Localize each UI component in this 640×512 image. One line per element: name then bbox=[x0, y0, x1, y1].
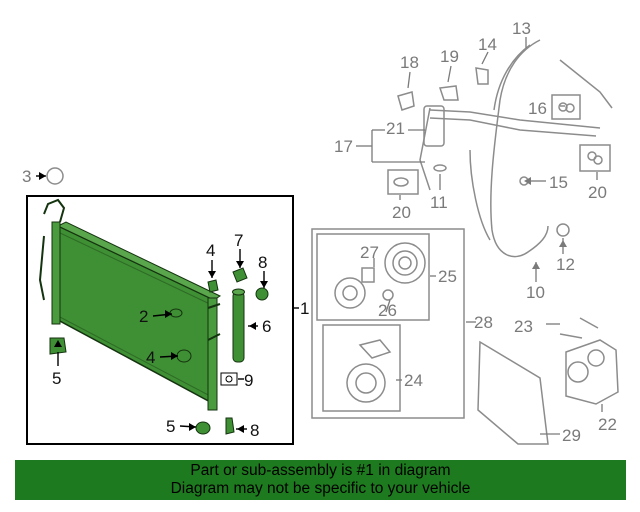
callout-20-left[interactable]: 20 bbox=[392, 203, 411, 222]
cap-7[interactable] bbox=[232, 267, 248, 283]
callout-19[interactable]: 19 bbox=[440, 47, 459, 66]
callout-5-left[interactable]: 5 bbox=[52, 369, 61, 388]
callout-26[interactable]: 26 bbox=[378, 301, 397, 320]
callout-9[interactable]: 9 bbox=[244, 371, 253, 390]
callout-4-upper[interactable]: 4 bbox=[206, 241, 215, 260]
callout-14[interactable]: 14 bbox=[478, 35, 497, 54]
callout-28[interactable]: 28 bbox=[474, 313, 493, 332]
callout-7[interactable]: 7 bbox=[234, 231, 243, 250]
cushion-4-lower[interactable] bbox=[176, 349, 192, 363]
callout-18[interactable]: 18 bbox=[400, 53, 419, 72]
info-banner: Part or sub-assembly is #1 in diagram Di… bbox=[15, 460, 626, 500]
callout-6[interactable]: 6 bbox=[262, 317, 271, 336]
callout-20-right[interactable]: 20 bbox=[588, 183, 607, 202]
callout-8-lower[interactable]: 8 bbox=[250, 421, 259, 440]
mount-5-lower[interactable] bbox=[195, 421, 211, 435]
banner-line-1: Part or sub-assembly is #1 in diagram bbox=[190, 462, 451, 479]
callout-8-upper[interactable]: 8 bbox=[258, 253, 267, 272]
callout-15[interactable]: 15 bbox=[549, 173, 568, 192]
callout-13[interactable]: 13 bbox=[512, 19, 531, 38]
receiver-drier[interactable] bbox=[232, 288, 245, 363]
callout-4-lower[interactable]: 4 bbox=[146, 348, 155, 367]
callout-11[interactable]: 11 bbox=[430, 193, 448, 212]
compressor-clutch-box bbox=[311, 228, 465, 419]
callout-29[interactable]: 29 bbox=[562, 426, 581, 445]
callout-27[interactable]: 27 bbox=[360, 243, 379, 262]
callout-16[interactable]: 16 bbox=[528, 99, 547, 118]
callout-3[interactable]: 3 bbox=[22, 167, 31, 186]
condenser[interactable] bbox=[38, 198, 222, 411]
callout-25[interactable]: 25 bbox=[438, 267, 457, 286]
callout-22[interactable]: 22 bbox=[598, 415, 617, 434]
callout-5-lower[interactable]: 5 bbox=[166, 417, 175, 436]
callout-10[interactable]: 10 bbox=[526, 283, 545, 302]
callout-2[interactable]: 2 bbox=[139, 307, 148, 326]
parts-diagram: 1 2 4 4 5 5 6 7 8 8 9 3 10 11 12 13 14 1… bbox=[22, 19, 619, 445]
bolt-8-lower[interactable] bbox=[225, 417, 235, 435]
callout-21[interactable]: 21 bbox=[386, 119, 405, 138]
callout-12[interactable]: 12 bbox=[556, 255, 575, 274]
callout-17[interactable]: 17 bbox=[334, 137, 353, 156]
callout-24[interactable]: 24 bbox=[404, 371, 423, 390]
callout-23[interactable]: 23 bbox=[514, 317, 533, 336]
kit-9[interactable] bbox=[220, 372, 238, 386]
callout-1[interactable]: 1 bbox=[300, 299, 309, 318]
bolt-8-upper[interactable] bbox=[255, 287, 269, 301]
banner-line-2: Diagram may not be specific to your vehi… bbox=[170, 480, 471, 497]
cushion-4-upper[interactable] bbox=[207, 279, 219, 293]
assembly-box bbox=[26, 195, 294, 445]
bracket-2[interactable] bbox=[169, 308, 183, 318]
